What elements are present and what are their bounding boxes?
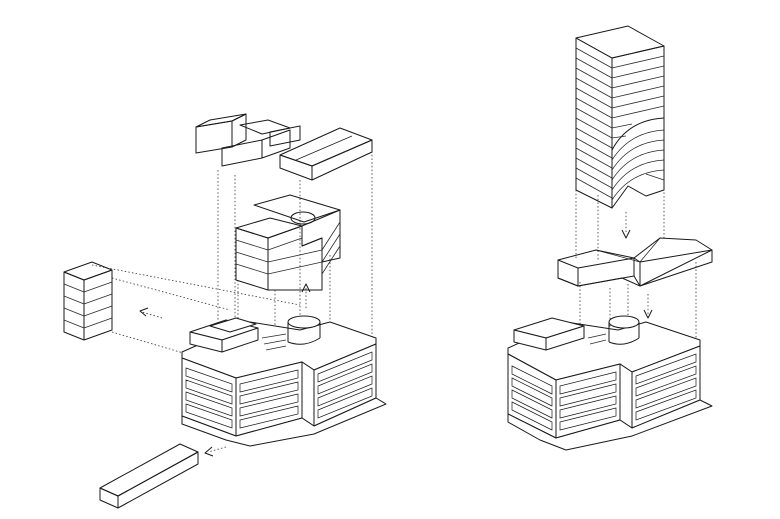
right-panel [507,25,713,451]
window-bands-right [511,353,697,431]
removed-stacked-volume [235,194,341,291]
added-tower [575,25,665,209]
removed-long-bar [99,443,199,509]
left-panel [63,113,387,509]
removed-roof-volume [195,113,373,181]
window-bands-left [185,351,373,429]
existing-building-left [181,315,387,447]
added-podium [557,237,713,287]
arrow-down-podium [643,294,653,319]
arrow-left-side [139,307,163,319]
arrow-down-tower [621,212,631,239]
tower-floor-lines [575,47,665,201]
existing-building-right [507,315,713,451]
projection-lines-right [575,185,697,340]
projection-lines-left [91,140,373,426]
arrow-left-bottom [204,446,227,457]
removed-side-block [63,261,113,341]
arrow-up-left [301,283,311,308]
